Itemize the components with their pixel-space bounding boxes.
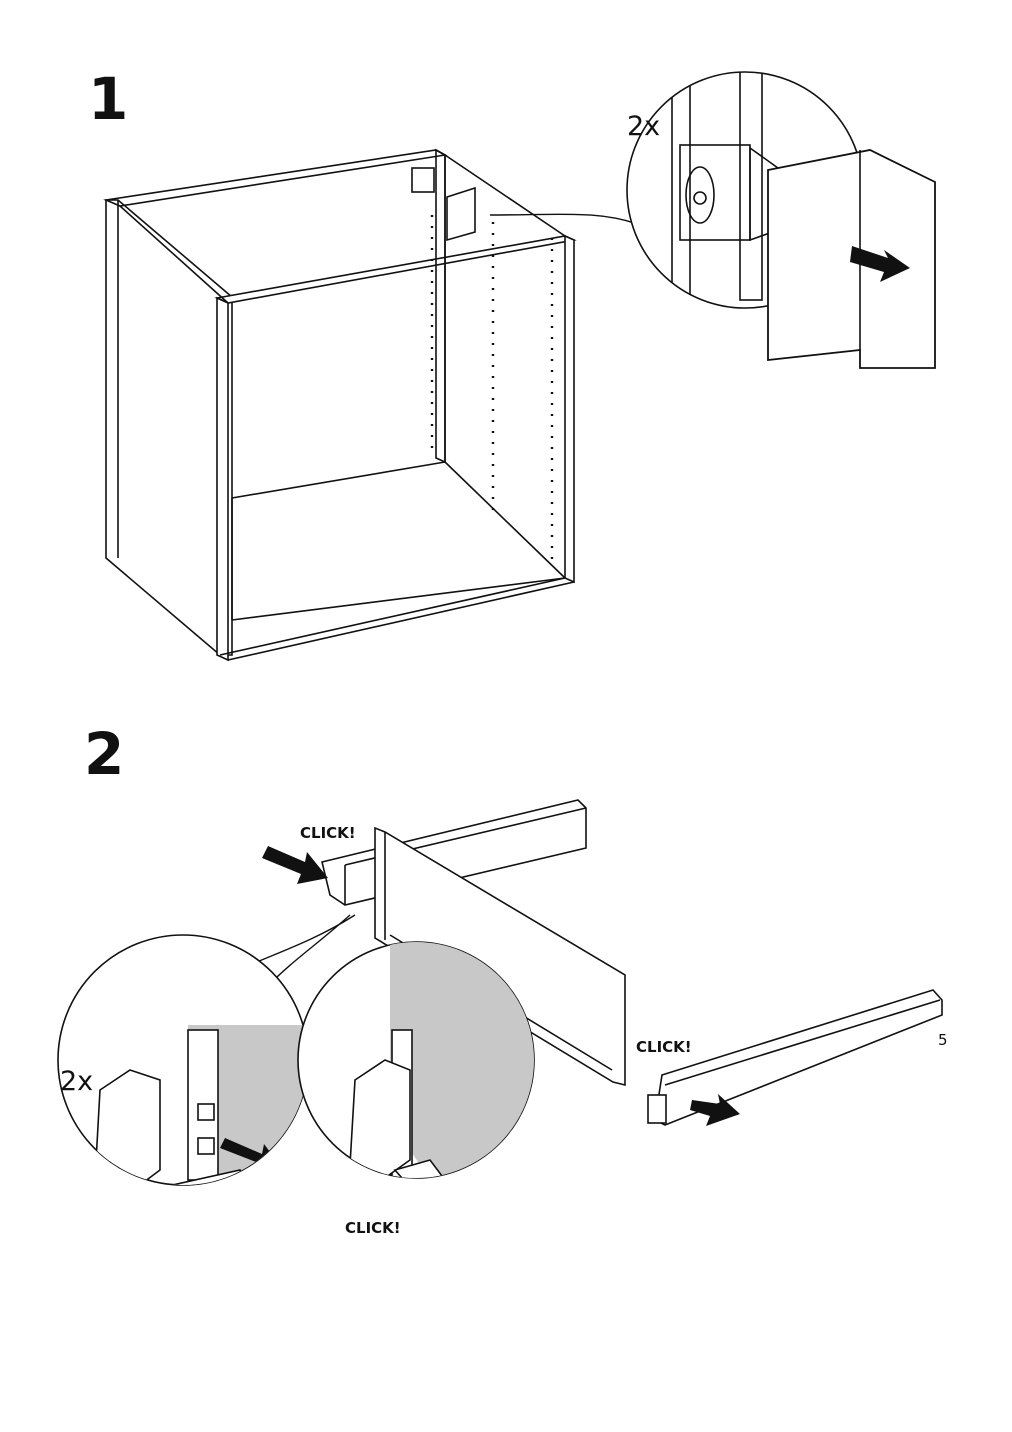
step-1-number: 1: [88, 65, 129, 133]
callout-line: [489, 213, 641, 226]
arrow-icon: [850, 246, 910, 282]
detail-callout-step2-left: [57, 934, 309, 1186]
detail-callout-step2-right: [297, 941, 535, 1179]
detail-callout-step1: [626, 71, 936, 369]
cabinet-frame: [103, 148, 577, 662]
quantity-label-step2: 2x: [60, 1066, 93, 1097]
click-label-2: CLICK!: [636, 1038, 692, 1056]
drawer-rail: [321, 799, 943, 1126]
page-number: 5: [938, 1031, 948, 1049]
quantity-label-step1: 2x: [627, 111, 660, 142]
arrow-icon: [690, 1094, 740, 1126]
click-label-1: CLICK!: [300, 824, 356, 842]
click-label-3: CLICK!: [345, 1219, 401, 1237]
step-2-number: 2: [84, 720, 125, 788]
arrow-icon: [262, 846, 328, 884]
